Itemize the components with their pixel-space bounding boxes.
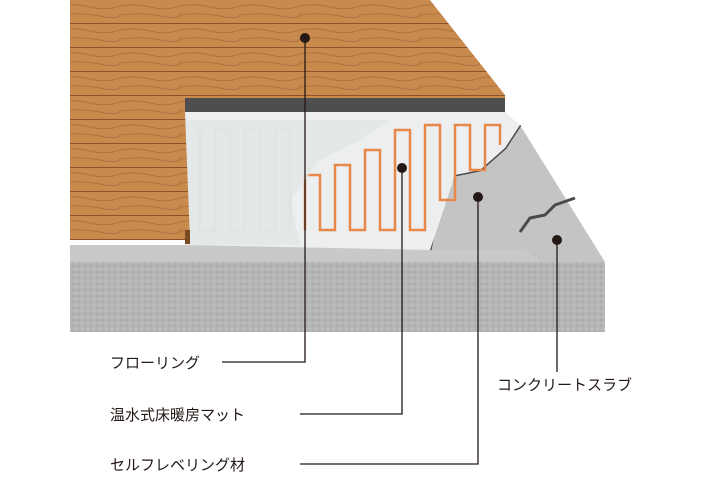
flooring-marker-dot (300, 33, 310, 43)
leader-lines (222, 38, 558, 465)
label-heating-mat: 温水式床暖房マット (110, 406, 246, 424)
slab-step-edge (518, 196, 576, 233)
label-concrete-slab: コンクリートスラブ (497, 376, 633, 394)
heating-mat (185, 112, 520, 250)
label-self-leveling: セルフレベリング材 (110, 456, 246, 474)
flooring (70, 0, 505, 244)
slab-marker-dot (552, 235, 562, 245)
concrete-slab (70, 245, 605, 332)
mat-marker-dot (397, 163, 407, 173)
self-leveling-layer (430, 125, 605, 262)
leveling-marker-dot (473, 192, 483, 202)
label-flooring: フローリング (110, 354, 201, 372)
